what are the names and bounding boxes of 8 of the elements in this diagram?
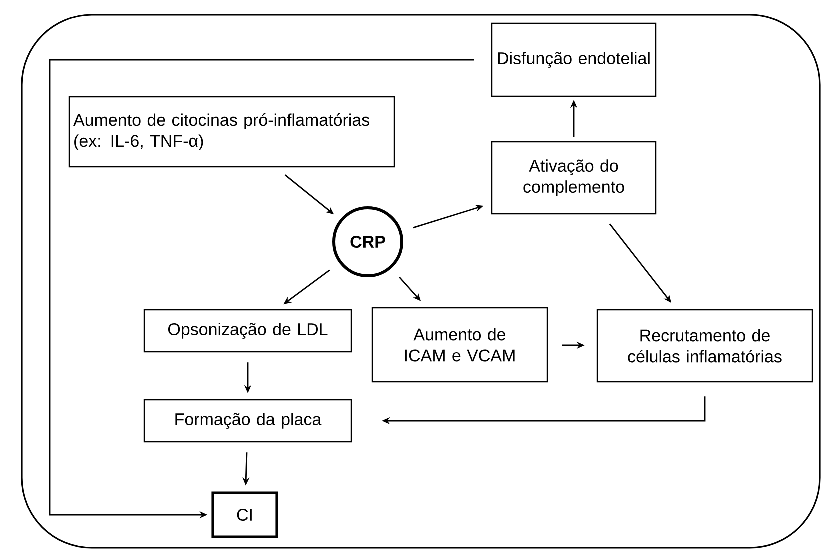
process-box: Formação da placa xyxy=(144,399,352,443)
process-box: Ativação do complemento xyxy=(491,141,657,215)
process-box: Aumento de citocinas pró-inflamatórias (ex: IL-6, TNF-α) xyxy=(68,96,396,168)
outcome-box: CI xyxy=(212,492,278,538)
process-box: Recrutamento de células inflamatórias xyxy=(596,309,814,383)
process-box: Disfunção endotelial xyxy=(491,22,657,98)
process-box: Aumento de ICAM e VCAM xyxy=(372,307,548,383)
process-box: Opsonização de LDL xyxy=(144,309,352,353)
